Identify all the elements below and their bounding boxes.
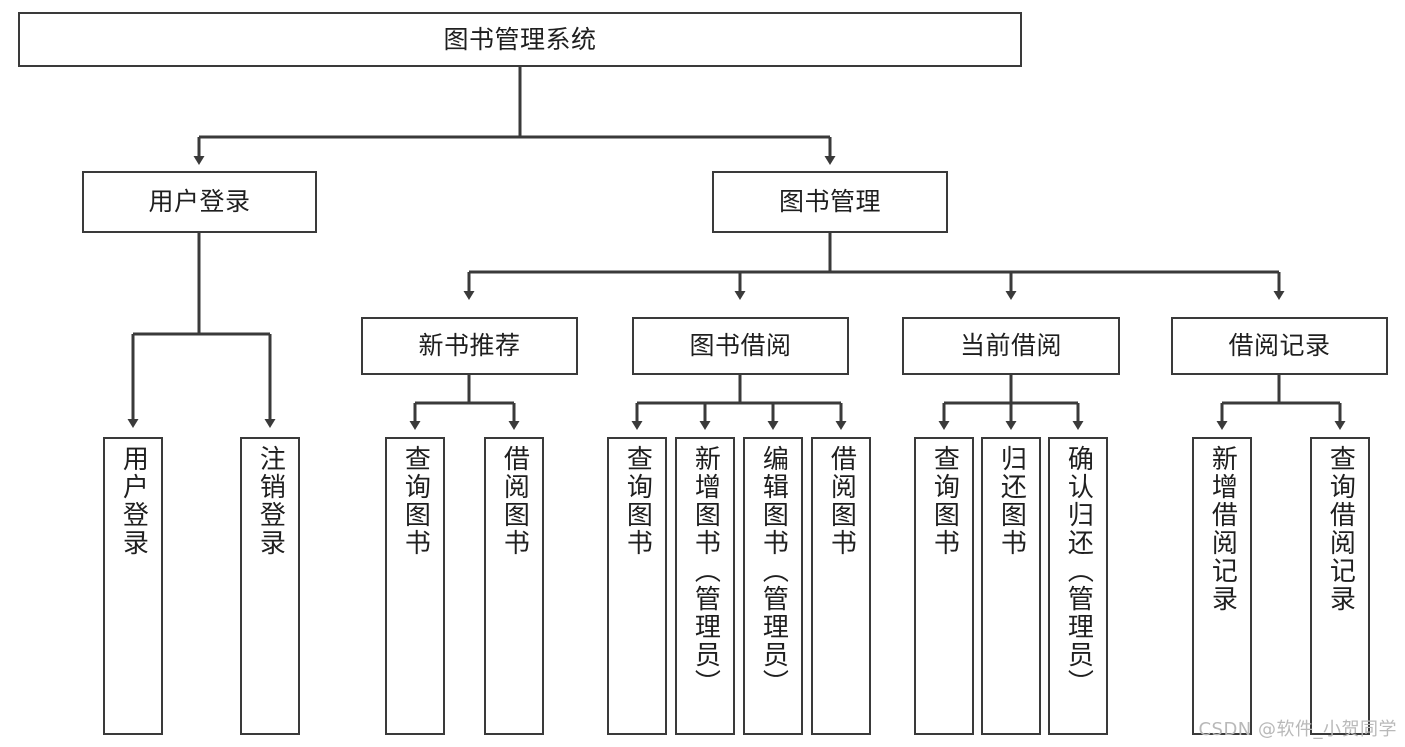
node-label: 查询图书 <box>929 445 960 557</box>
node-book-management[interactable]: 图书管理 <box>712 171 948 233</box>
node-current-borrow[interactable]: 当前借阅 <box>902 317 1120 375</box>
node-new-book-recommend[interactable]: 新书推荐 <box>361 317 578 375</box>
leaf-query-book-recommend[interactable]: 查询图书 <box>385 437 445 735</box>
node-label: 图书借阅 <box>689 331 792 360</box>
node-label: 借阅图书 <box>826 445 857 557</box>
leaf-edit-book-admin[interactable]: 编辑图书（管理员） <box>743 437 803 735</box>
leaf-add-book-admin[interactable]: 新增图书（管理员） <box>675 437 735 735</box>
watermark-text: CSDN @软件_小贺同学 <box>1198 719 1397 740</box>
leaf-return-book[interactable]: 归还图书 <box>981 437 1041 735</box>
leaf-borrow-book[interactable]: 借阅图书 <box>811 437 871 735</box>
node-label: 查询图书 <box>622 445 653 557</box>
node-label: 借阅记录 <box>1228 331 1331 360</box>
node-label: 新增图书（管理员） <box>690 445 721 697</box>
leaf-add-borrow-record[interactable]: 新增借阅记录 <box>1192 437 1252 735</box>
leaf-query-book-borrow[interactable]: 查询图书 <box>607 437 667 735</box>
node-book-borrow[interactable]: 图书借阅 <box>632 317 849 375</box>
node-label: 新增借阅记录 <box>1207 445 1238 613</box>
node-label: 用户登录 <box>118 445 149 557</box>
node-label: 确认归还（管理员） <box>1063 445 1094 697</box>
node-label: 图书管理系统 <box>443 24 597 54</box>
node-label: 编辑图书（管理员） <box>758 445 789 697</box>
leaf-borrow-book-recommend[interactable]: 借阅图书 <box>484 437 544 735</box>
leaf-user-login[interactable]: 用户登录 <box>103 437 163 735</box>
node-label: 借阅图书 <box>499 445 530 557</box>
leaf-user-logout[interactable]: 注销登录 <box>240 437 300 735</box>
node-label: 查询图书 <box>400 445 431 557</box>
node-label: 注销登录 <box>255 445 286 557</box>
leaf-confirm-return-admin[interactable]: 确认归还（管理员） <box>1048 437 1108 735</box>
leaf-query-borrow-record[interactable]: 查询借阅记录 <box>1310 437 1370 735</box>
node-label: 查询借阅记录 <box>1325 445 1356 613</box>
node-borrow-records[interactable]: 借阅记录 <box>1171 317 1388 375</box>
node-label: 新书推荐 <box>418 331 521 360</box>
node-user-login[interactable]: 用户登录 <box>82 171 317 233</box>
node-label: 当前借阅 <box>959 331 1062 360</box>
node-label: 用户登录 <box>148 187 251 216</box>
node-label: 归还图书 <box>996 445 1027 557</box>
leaf-query-book-current[interactable]: 查询图书 <box>914 437 974 735</box>
node-label: 图书管理 <box>778 187 881 216</box>
node-root-system[interactable]: 图书管理系统 <box>18 12 1022 67</box>
